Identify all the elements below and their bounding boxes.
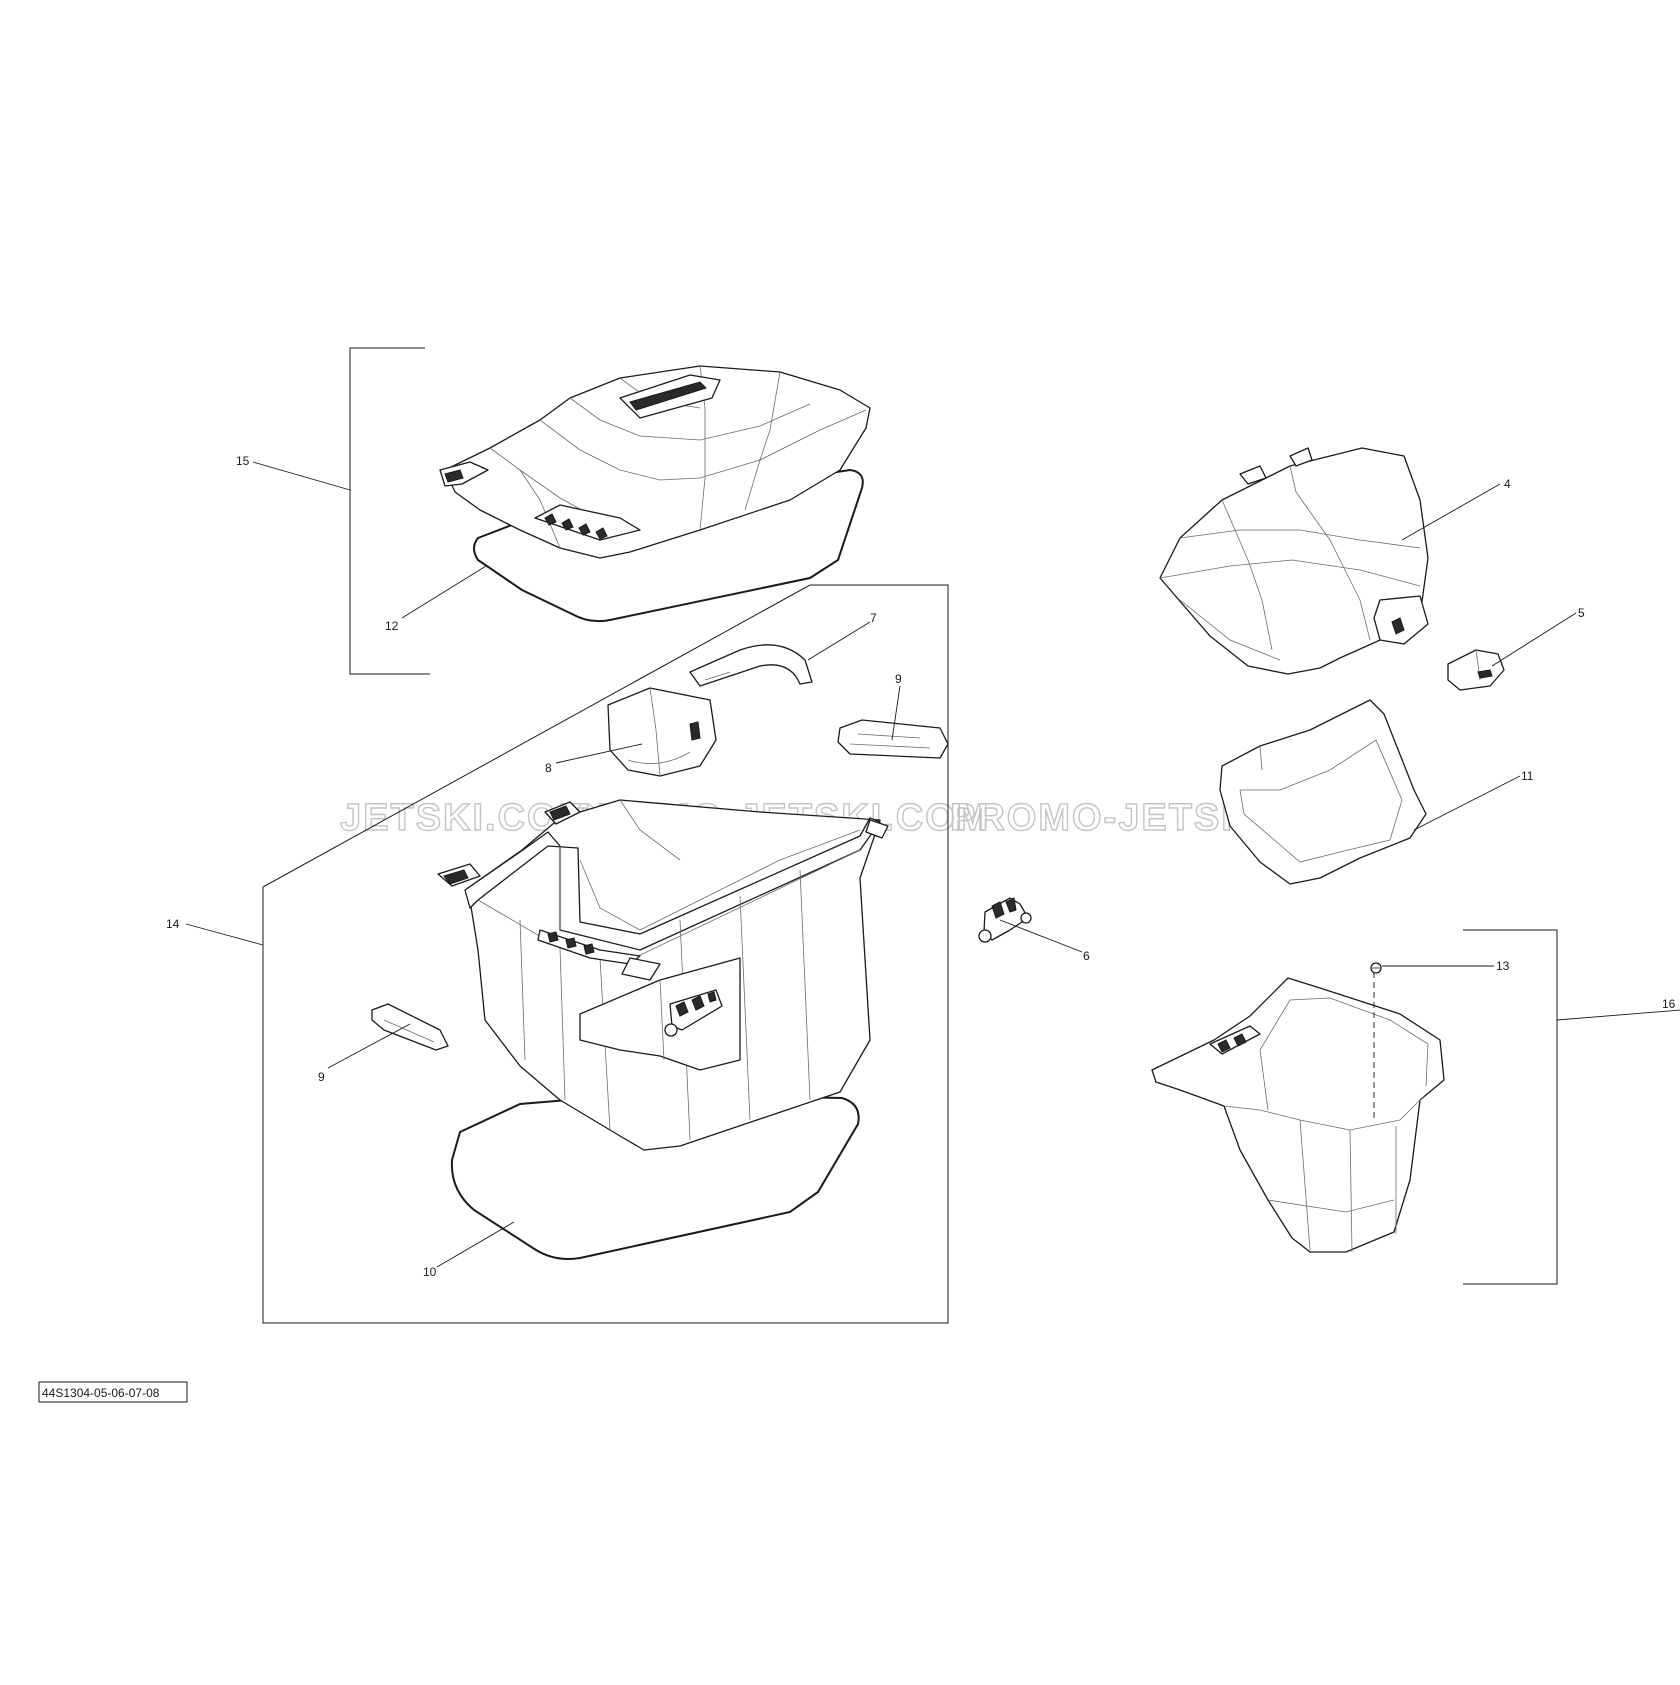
part-7: [689, 644, 813, 687]
leader-7: [807, 621, 871, 661]
box-gasket: [450, 1092, 860, 1260]
lid-handle-grip: [629, 381, 707, 411]
callout-7: 7: [870, 611, 877, 625]
leader-5: [1491, 612, 1577, 667]
part-9-upper: [837, 719, 949, 759]
bracket-lid-assembly: [349, 347, 430, 675]
callout-9-lower: 9: [318, 1070, 325, 1084]
callout-13: 13: [1496, 959, 1510, 973]
callout-16: 16: [1662, 997, 1676, 1011]
callout-14: 14: [166, 917, 180, 931]
leader-12: [401, 565, 487, 619]
callout-15: 15: [236, 454, 250, 468]
leader-15: [252, 461, 351, 491]
leader-10: [436, 1221, 515, 1268]
part-9-lower: [371, 1003, 449, 1051]
callout-9-upper: 9: [895, 672, 902, 686]
leader-8: [555, 743, 643, 764]
part-13: [1370, 962, 1382, 974]
part-16: [1151, 972, 1445, 1253]
leader-9-upper: [891, 685, 901, 741]
callouts: 15 12 7 8 9 9 10 14 4 5 11 6 13 16: [166, 454, 1676, 1279]
callout-11: 11: [1521, 769, 1534, 783]
drawing-code-box: 44S1304-05-06-07-08: [38, 1381, 188, 1403]
part-8: [607, 687, 717, 777]
leader-9-lower: [327, 1023, 411, 1069]
leader-11: [1413, 775, 1521, 831]
bracket-insert-assembly: [1463, 929, 1558, 1285]
callout-8: 8: [545, 761, 552, 775]
leader-14: [185, 923, 264, 946]
leader-4: [1401, 483, 1501, 541]
leader-lines: [185, 461, 1680, 1268]
part-5: [1447, 649, 1505, 691]
lid-gasket: [473, 468, 864, 623]
part-6: [978, 897, 1032, 943]
leader-6: [999, 919, 1083, 953]
bracket-box-assembly: [262, 584, 949, 1324]
drawing-code: 44S1304-05-06-07-08: [42, 1386, 160, 1400]
callout-5: 5: [1578, 606, 1585, 620]
box-side-latch: [664, 989, 723, 1037]
callout-4: 4: [1504, 477, 1511, 491]
part-11: [1219, 699, 1427, 885]
leader-16: [1556, 1009, 1680, 1021]
callout-10: 10: [423, 1265, 437, 1279]
lid-front-latch: [544, 513, 608, 540]
callout-6: 6: [1083, 949, 1090, 963]
part-4: [1159, 447, 1429, 675]
callout-12: 12: [385, 619, 399, 633]
lid: [439, 365, 871, 559]
main-box: [437, 799, 889, 1151]
